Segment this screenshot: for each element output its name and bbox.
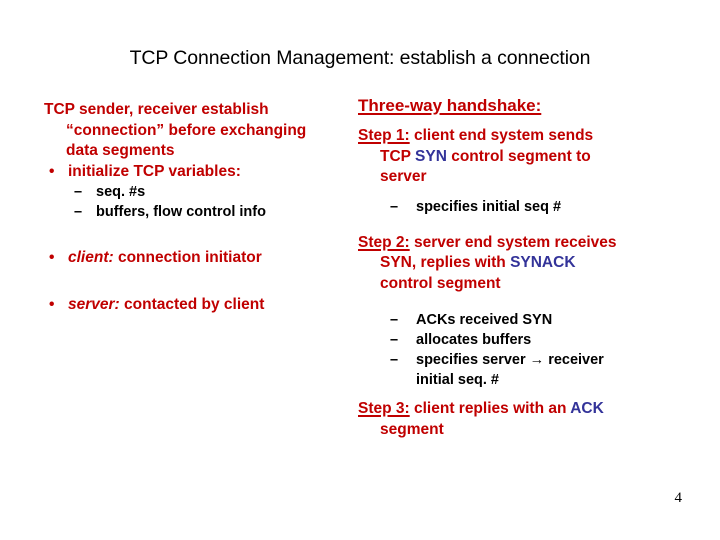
sub-item-label-line-2: initial seq. #	[416, 372, 499, 388]
bullet-initialize-tcp-variables: • initialize TCP variables:	[44, 162, 356, 183]
step-3-continuation-line-2: segment	[380, 420, 444, 438]
spacer	[358, 117, 670, 126]
dash-icon: –	[390, 198, 399, 215]
step-3-block: Step 3: client replies with an ACK segme…	[358, 399, 670, 440]
step-2-sub-item-acks-syn: – ACKs received SYN	[358, 310, 670, 330]
sub-item-label: specifies initial seq #	[416, 198, 562, 215]
step-3-label: Step 3:	[358, 400, 410, 417]
dash-icon: –	[74, 184, 83, 200]
step-3-text: client replies with an	[409, 400, 571, 417]
step-1-sub-item-initial-seq: – specifies initial seq #	[358, 197, 670, 217]
intro-paragraph: TCP sender, receiver establish “connecti…	[44, 100, 356, 162]
left-content-column: TCP sender, receiver establish “connecti…	[44, 100, 356, 315]
dash-icon: –	[390, 332, 399, 348]
step-1-label: Step 1:	[358, 127, 410, 144]
sub-item-label: specifies server → receiver	[416, 352, 604, 368]
sub-item-seq-numbers: – seq. #s	[44, 182, 356, 202]
step-2-keyword-synack: SYNACK	[510, 254, 576, 271]
bullet-server: • server: contacted by client	[44, 295, 356, 316]
bullet-icon: •	[49, 295, 55, 313]
step-2-text: server end system receives	[409, 233, 617, 251]
spacer	[358, 390, 670, 399]
spacer	[44, 269, 356, 295]
page-title: TCP Connection Management: establish a c…	[129, 47, 591, 69]
intro-line-1: TCP sender, receiver establish	[44, 101, 269, 118]
step-2-label: Step 2:	[358, 233, 410, 251]
step-1-cont-suffix: control segment to	[446, 147, 591, 165]
step-2-continuation-line-3: control segment	[380, 274, 501, 292]
step-1-continuation-line-3: server	[380, 168, 427, 185]
right-content-column: Three-way handshake: Step 1: client end …	[358, 95, 670, 440]
sub-item-buffers-flow-control: – buffers, flow control info	[44, 202, 356, 222]
bullet-server-text: contacted by client	[119, 295, 265, 313]
sub-item-label: allocates buffers	[416, 332, 532, 348]
step-2-block: Step 2: server end system receives SYN, …	[358, 233, 670, 295]
step-1-cont-prefix: TCP	[380, 147, 416, 165]
step-2-sub-item-allocates-buffers: – allocates buffers	[358, 330, 670, 350]
intro-line-3: data segments	[66, 142, 175, 159]
bullet-icon: •	[49, 249, 55, 266]
three-way-handshake-heading: Three-way handshake:	[358, 96, 542, 115]
dash-icon: –	[390, 312, 399, 328]
bullet-initialize-label: initialize TCP variables:	[68, 162, 241, 180]
spacer	[44, 222, 356, 248]
step-1-text: client end system sends	[409, 127, 594, 144]
sub-item-label: ACKs received SYN	[416, 312, 553, 328]
step-1-continuation-line-2: TCP SYN control segment to	[358, 147, 670, 168]
sub-item-label: seq. #s	[96, 184, 146, 200]
dash-icon: –	[390, 352, 399, 368]
dash-icon: –	[74, 204, 83, 220]
bullet-client: • client: connection initiator	[44, 248, 356, 269]
step-2-sub-item-specifies-server-receiver: – specifies server → receiver initial se…	[358, 350, 670, 390]
intro-line-2: “connection” before exchanging	[66, 121, 307, 139]
step-2-cont-prefix: SYN, replies with	[380, 254, 511, 271]
step-2-continuation-line-2: SYN, replies with SYNACK	[358, 253, 670, 274]
spacer	[358, 294, 670, 310]
bullet-icon: •	[49, 162, 55, 180]
step-1-keyword-syn: SYN	[415, 147, 447, 165]
bullet-client-text: connection initiator	[113, 249, 262, 266]
step-3-keyword-ack: ACK	[570, 400, 604, 417]
spacer	[358, 188, 670, 197]
sub-item-label: buffers, flow control info	[96, 204, 266, 220]
bullet-server-term: server:	[68, 295, 120, 313]
spacer	[358, 217, 670, 233]
bullet-client-term: client:	[68, 249, 114, 266]
page-number: 4	[674, 490, 683, 506]
step-1-block: Step 1: client end system sends TCP SYN …	[358, 126, 670, 188]
